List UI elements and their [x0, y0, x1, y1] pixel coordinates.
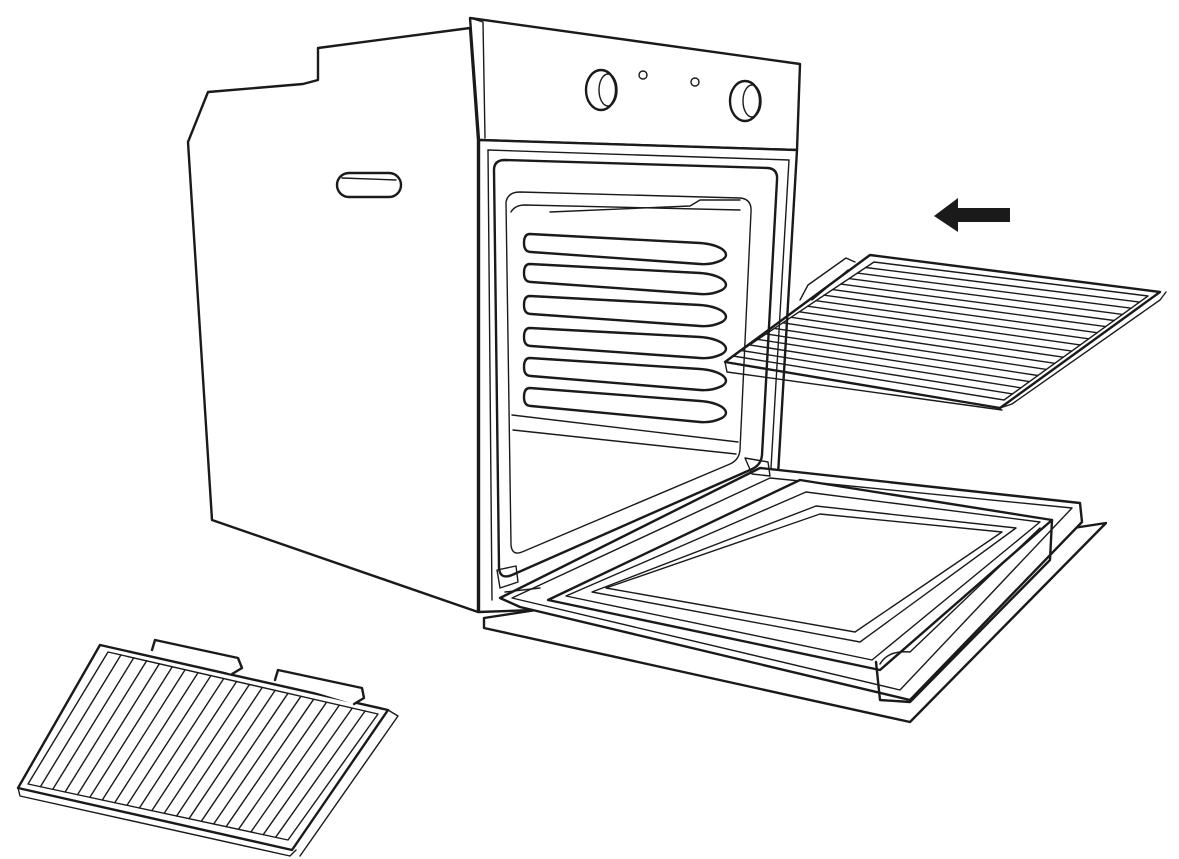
rack-wire: [126, 674, 212, 806]
oven-side-panel: [186, 26, 480, 614]
oven-rack-loose: [16, 638, 399, 857]
rack-wire: [237, 701, 328, 830]
rack-wire: [200, 692, 289, 822]
rack-wire: [815, 300, 1090, 340]
rack-wire: [740, 349, 1014, 395]
indicator-light-icon: [690, 77, 700, 87]
rack-wire: [840, 283, 1115, 322]
oven-cavity: [492, 158, 779, 578]
rack-wire: [831, 288, 1107, 328]
rack-wire: [757, 338, 1031, 383]
rack-wire: [113, 672, 199, 804]
insertion-arrow-icon: [934, 198, 1010, 232]
control-panel: [468, 16, 802, 152]
indicator-light-icon: [638, 70, 648, 80]
rack-wire: [212, 695, 302, 825]
rack-wire: [765, 333, 1039, 377]
rack-wire: [748, 344, 1022, 389]
rack-wire: [89, 666, 174, 798]
oven-door: [482, 457, 1108, 724]
rack-wire: [188, 689, 276, 820]
left-knob-icon: [584, 68, 618, 112]
rack-wire: [782, 322, 1056, 364]
rack-wire: [52, 657, 135, 790]
rack-wire: [151, 680, 238, 812]
rack-wire: [865, 266, 1141, 303]
right-knob-icon: [728, 79, 762, 123]
shelf-runner: [522, 294, 728, 328]
rack-wire: [823, 294, 1098, 334]
oven-rack-inserting: [723, 253, 1167, 411]
rack-wire: [262, 707, 353, 836]
rack-wire: [250, 704, 341, 833]
shelf-runner: [522, 232, 728, 266]
rack-wire: [64, 660, 148, 793]
rack-wires: [39, 654, 366, 838]
shelf-runner: [522, 356, 728, 392]
shelf-runner: [522, 262, 728, 296]
rack-wire: [76, 663, 161, 796]
shelf-runners: [522, 232, 728, 424]
rack-wire: [274, 710, 366, 838]
rack-wire: [806, 305, 1081, 346]
rack-wire: [848, 277, 1124, 316]
rack-wire: [856, 272, 1132, 309]
shelf-runner: [522, 386, 728, 424]
rack-wire: [790, 316, 1065, 358]
rack-wire: [39, 654, 122, 788]
rack-wire: [225, 698, 315, 828]
shelf-runner: [522, 326, 728, 360]
rack-wire: [175, 686, 263, 817]
rack-wire: [101, 669, 186, 801]
rack-wire: [773, 327, 1048, 371]
rack-wire: [138, 677, 225, 809]
side-vent-handle: [335, 171, 403, 199]
rack-wire: [798, 311, 1073, 352]
rack-wire: [163, 683, 251, 814]
rack-wires: [740, 266, 1141, 395]
